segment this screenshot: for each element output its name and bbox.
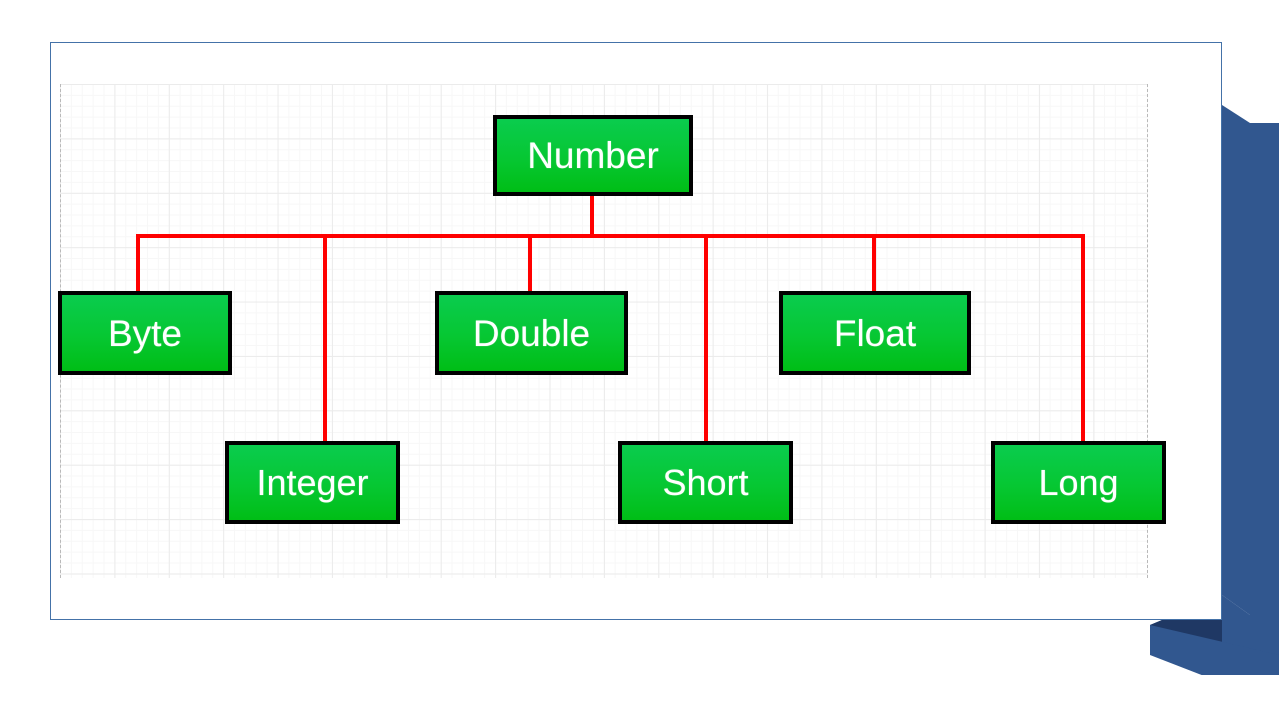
connector-drop-integer xyxy=(323,234,327,442)
connector-horizontal-bus xyxy=(136,234,1085,238)
node-integer[interactable]: Integer xyxy=(225,441,400,524)
connector-root-stem xyxy=(590,196,594,238)
node-number-label: Number xyxy=(527,135,659,176)
connector-drop-long xyxy=(1081,234,1085,442)
connector-drop-short xyxy=(704,234,708,442)
node-integer-label: Integer xyxy=(256,461,369,503)
ribbon-left-face xyxy=(1222,105,1250,615)
ribbon-right-face xyxy=(1250,123,1279,655)
node-float[interactable]: Float xyxy=(779,291,971,375)
node-byte-label: Byte xyxy=(107,312,183,354)
grid-right-guide xyxy=(1147,84,1148,578)
node-double[interactable]: Double xyxy=(435,291,628,375)
node-short[interactable]: Short xyxy=(618,441,793,524)
node-number[interactable]: Number xyxy=(493,115,693,196)
node-long[interactable]: Long xyxy=(991,441,1166,524)
node-float-label: Float xyxy=(833,312,917,354)
node-double-label: Double xyxy=(472,312,591,354)
connector-drop-float xyxy=(872,234,876,292)
node-short-label: Short xyxy=(662,461,749,503)
connector-drop-byte xyxy=(136,234,140,292)
node-long-label: Long xyxy=(1038,461,1119,503)
connector-drop-double xyxy=(528,234,532,292)
ribbon-tail xyxy=(1150,625,1279,675)
node-byte[interactable]: Byte xyxy=(58,291,232,375)
